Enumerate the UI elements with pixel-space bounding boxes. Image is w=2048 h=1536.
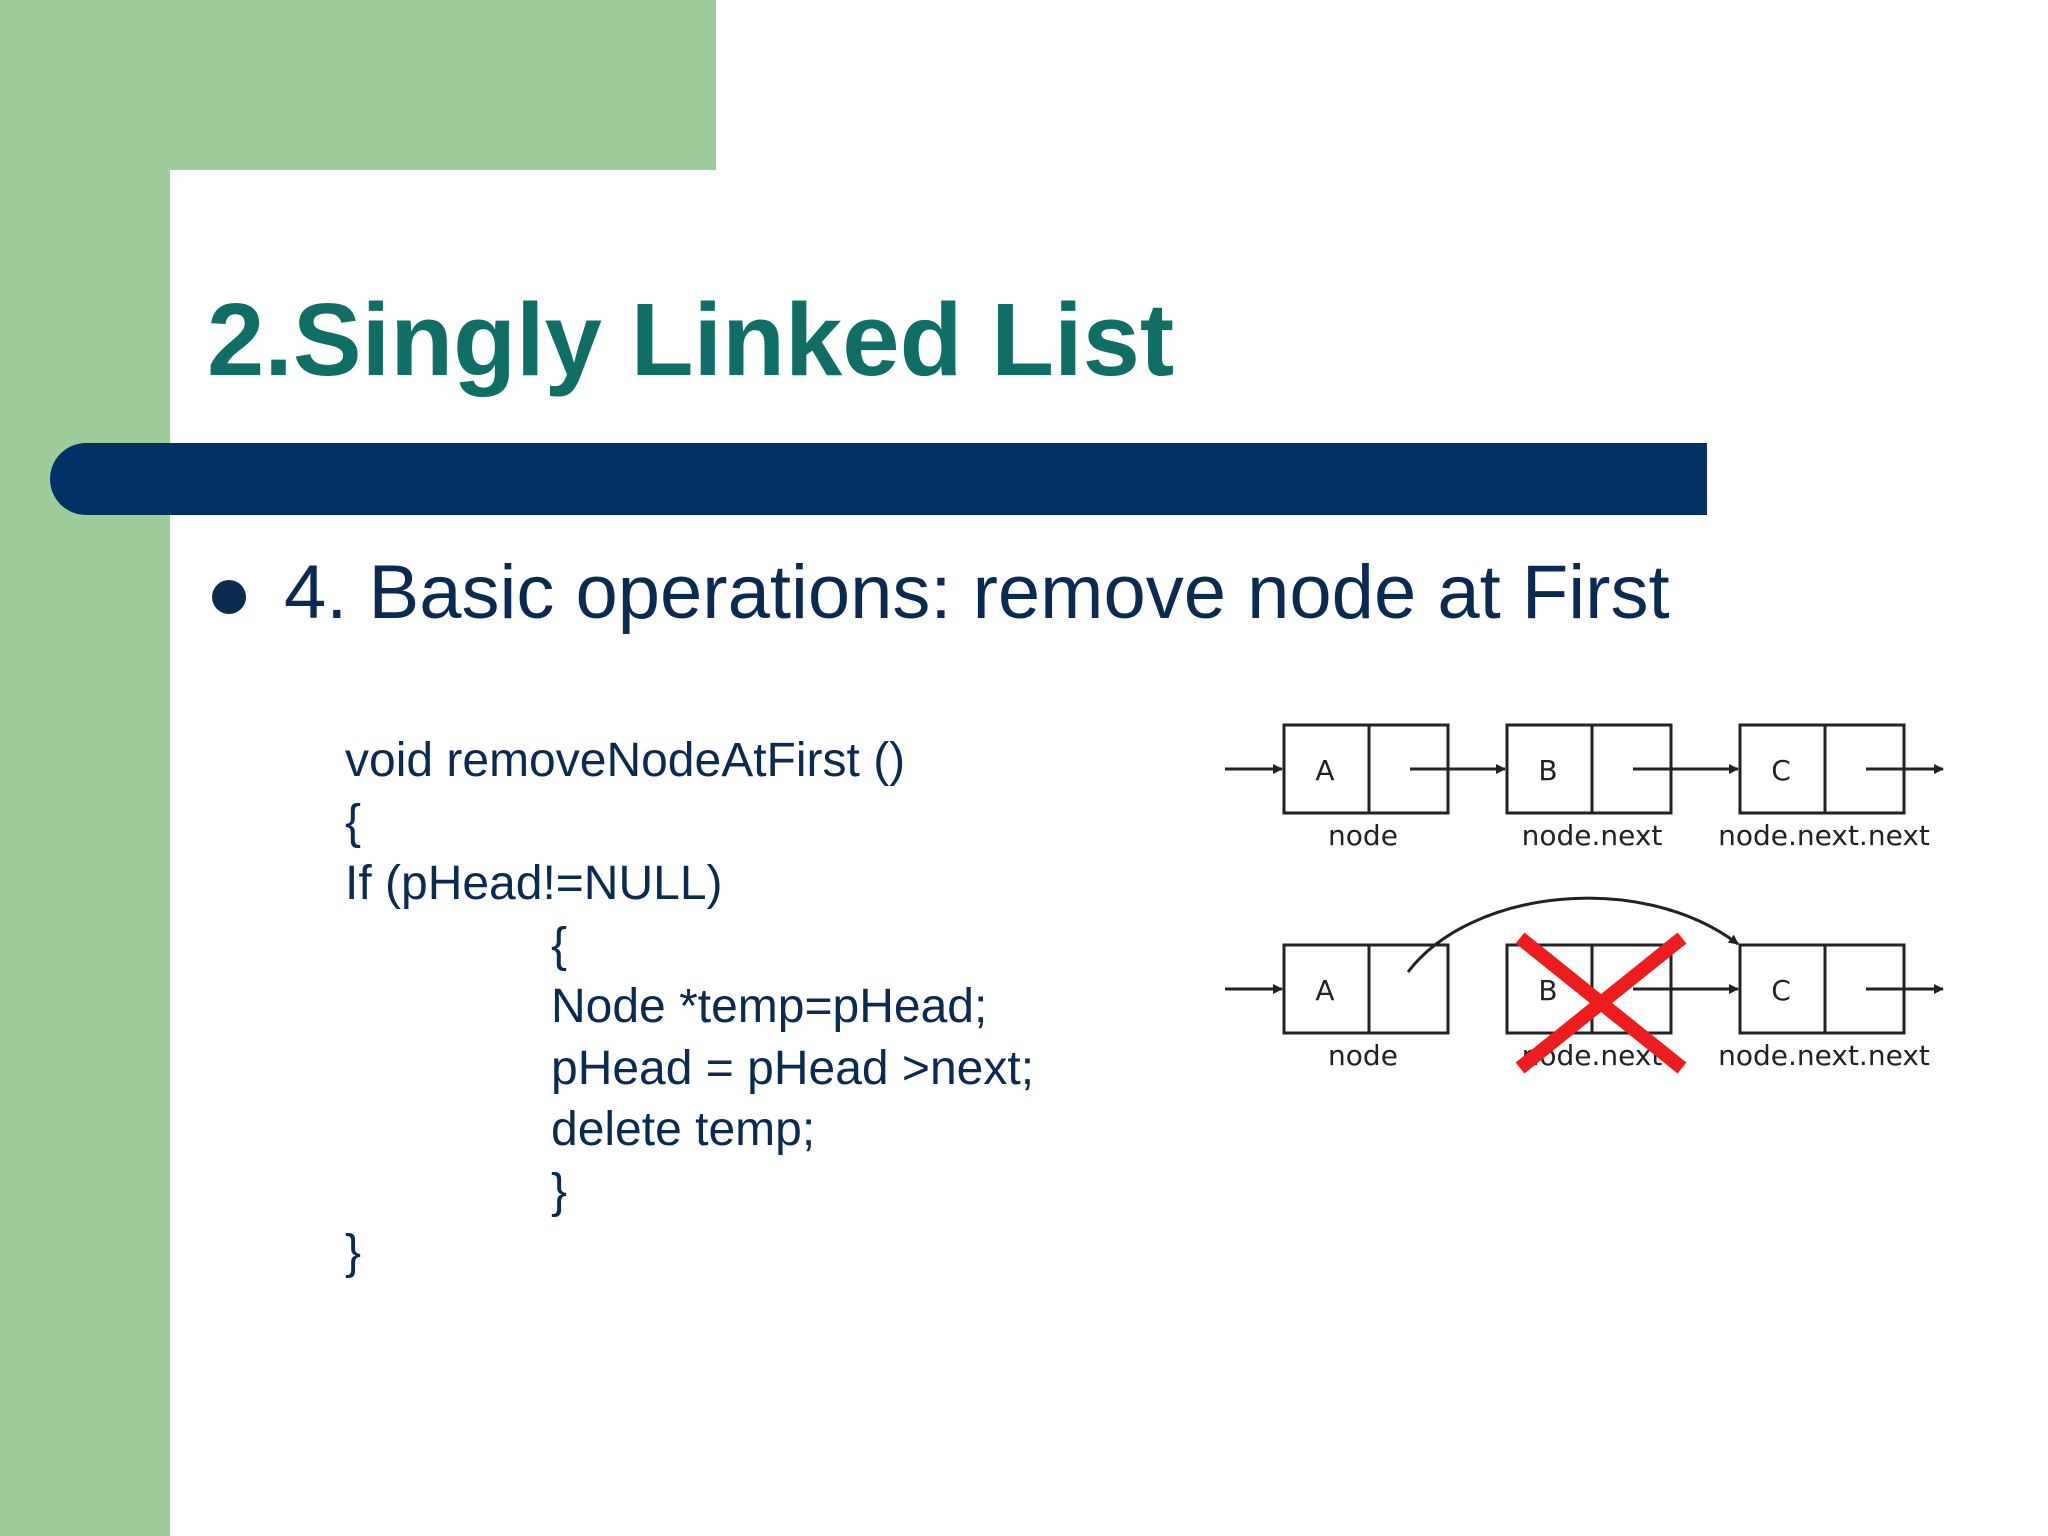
- node-value: C: [1771, 754, 1791, 787]
- code-line: void removeNodeAtFirst (): [345, 734, 906, 787]
- node-c: C node.next.next: [1718, 723, 1930, 852]
- bullet-text: 4. Basic operations: remove node at Firs…: [284, 550, 1670, 635]
- node-label: node: [1328, 1039, 1398, 1072]
- code-block: void removeNodeAtFirst () { If (pHead!=N…: [345, 730, 1034, 1284]
- code-line: Node *temp=pHead;: [551, 980, 988, 1033]
- node-box: [1282, 943, 1450, 1035]
- after-list: A node B node.next C node.next.next: [1225, 896, 1944, 1074]
- code-line: pHead = pHead >next;: [551, 1041, 1035, 1095]
- code-line: {: [551, 918, 568, 972]
- bullet-dot-icon: [212, 580, 246, 614]
- top-accent-band: [0, 0, 716, 170]
- node-value: A: [1315, 754, 1334, 787]
- node-value: A: [1315, 974, 1334, 1007]
- node-label: node: [1328, 819, 1398, 852]
- before-list: A node B node.next C node.next.next: [1225, 723, 1944, 852]
- node-value: B: [1538, 754, 1557, 787]
- content-panel: [170, 170, 2048, 1536]
- linked-list-diagram: A node B node.next C node.next.next A no…: [1225, 723, 1944, 1074]
- node-value: C: [1771, 974, 1791, 1007]
- code-line: If (pHead!=NULL): [345, 857, 723, 910]
- code-line: }: [551, 1164, 568, 1218]
- node-a: A node: [1282, 943, 1450, 1072]
- node-a: A node: [1282, 723, 1450, 852]
- node-c: C node.next.next: [1718, 943, 1930, 1072]
- code-line: {: [345, 795, 362, 849]
- bypass-arrow: [1406, 896, 1739, 973]
- remove-cross-icon: [1515, 932, 1687, 1074]
- node-label: node.next.next: [1718, 819, 1930, 852]
- left-accent-band: [0, 0, 170, 1536]
- node-value: B: [1538, 974, 1557, 1007]
- node-label: node.next: [1522, 819, 1663, 852]
- title-underline-bar: [50, 443, 1707, 515]
- node-label: node.next.next: [1718, 1039, 1930, 1072]
- code-line: delete temp;: [551, 1103, 816, 1156]
- code-line: }: [345, 1226, 362, 1279]
- node-b: B node.next: [1505, 723, 1673, 852]
- slide-title: 2.Singly Linked List: [207, 282, 1175, 397]
